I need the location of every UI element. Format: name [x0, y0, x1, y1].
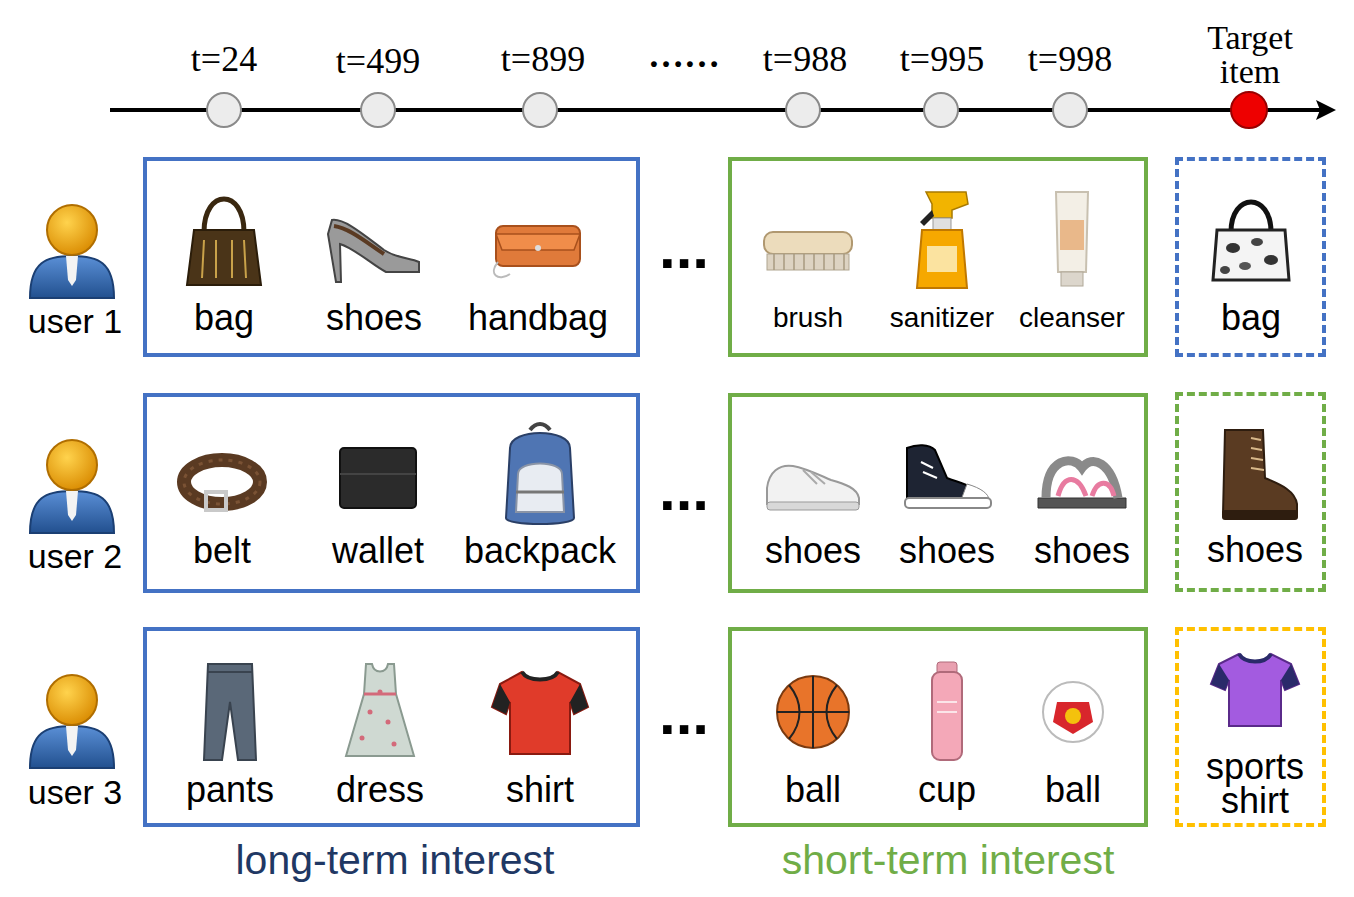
item-label: wallet [332, 531, 424, 571]
target-box: sports shirt [1175, 627, 1326, 827]
sandal-picture [1038, 461, 1126, 508]
item-label: sanitizer [890, 303, 994, 334]
item-label: ball [785, 770, 841, 810]
item-label: bag [194, 298, 254, 338]
item-label: shoes [899, 531, 995, 571]
time-label: t=24 [191, 40, 257, 80]
time-label: t=499 [336, 42, 420, 82]
belt-picture [184, 460, 260, 510]
shoe-picture [767, 466, 859, 510]
cleanser-picture [1056, 192, 1088, 286]
shirt-picture [492, 672, 588, 754]
dress-picture [346, 664, 414, 756]
ellipsis: ... [659, 215, 709, 281]
short-term-box: ball cup ball [728, 627, 1148, 827]
user-label: user 2 [28, 538, 123, 575]
legend-caption: short-term interest [782, 838, 1115, 883]
user-icon [30, 440, 114, 533]
ellipsis: …… [648, 36, 720, 76]
item-label: shoes [1034, 531, 1130, 571]
target-label: Target item [1185, 21, 1315, 89]
sports-shirt-picture [1211, 654, 1299, 726]
shoe-picture [905, 445, 991, 508]
time-label: t=995 [900, 40, 984, 80]
item-label: cleanser [1019, 303, 1125, 334]
time-label: t=899 [501, 40, 585, 80]
item-label: dress [336, 770, 424, 810]
target-box: bag [1175, 157, 1326, 357]
long-term-box: belt wallet backpack [143, 393, 640, 593]
boot-picture [1222, 430, 1298, 520]
target-box: shoes [1175, 392, 1326, 592]
user-label: user 3 [28, 774, 123, 811]
brush-picture [764, 232, 852, 270]
shoe-picture [328, 220, 419, 282]
pants-picture [204, 664, 256, 760]
cup-picture [932, 662, 962, 760]
timeline [110, 92, 1336, 128]
basketball-picture [777, 676, 849, 748]
user-icon [30, 675, 114, 768]
item-label: shirt [506, 770, 574, 810]
item-label: bag [1221, 298, 1281, 338]
item-label: ball [1045, 770, 1101, 810]
short-term-box: brush sanitizer cleanser [728, 157, 1148, 357]
long-term-box: pants dress shirt [143, 627, 640, 827]
wallet-picture [340, 448, 416, 508]
long-term-box: bag shoes handbag [143, 157, 640, 357]
item-label: brush [773, 303, 843, 334]
item-label: shoes [1207, 530, 1303, 570]
item-label: backpack [464, 531, 616, 571]
short-term-box: shoes shoes shoes [728, 393, 1148, 593]
bag-picture [1213, 202, 1289, 280]
handbag-picture [494, 226, 580, 277]
time-label: t=988 [763, 40, 847, 80]
sanitizer-picture [917, 192, 968, 288]
item-label: belt [193, 531, 251, 571]
item-label: handbag [468, 298, 608, 338]
legend-caption: long-term interest [235, 838, 554, 883]
ball-picture [1043, 682, 1103, 742]
user-label: user 1 [28, 303, 123, 340]
backpack-picture [506, 424, 574, 524]
ellipsis: ... [659, 457, 709, 523]
bag-picture [187, 199, 261, 285]
time-label: t=998 [1028, 40, 1112, 80]
item-label: shoes [326, 298, 422, 338]
item-label: sports shirt [1190, 750, 1320, 818]
item-label: shoes [765, 531, 861, 571]
ellipsis: ... [659, 681, 709, 747]
item-label: pants [186, 770, 274, 810]
item-label: cup [918, 770, 976, 810]
user-icon [30, 205, 114, 298]
